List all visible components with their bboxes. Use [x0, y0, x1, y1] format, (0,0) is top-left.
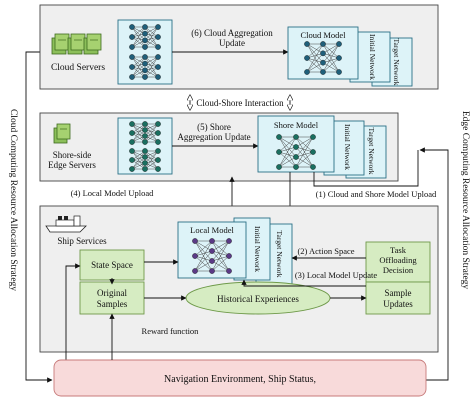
sample-updates-label: Sample — [385, 288, 412, 298]
local-upload-label: (4) Local Model Upload — [71, 188, 155, 198]
cloud-aggregation-label-2: Update — [219, 38, 245, 48]
left-side-label: Cloud Computing Resource Allocation Stra… — [8, 109, 18, 291]
neural-network-icon — [276, 134, 316, 170]
cloud-model-title: Cloud Model — [300, 30, 346, 40]
original-samples-label: Original — [97, 288, 127, 298]
cloud-servers-label: Cloud Servers — [51, 63, 105, 73]
action-space-label: (2) Action Space — [297, 246, 354, 256]
cloud-shore-interaction-label: Cloud-Shore Interaction — [196, 98, 284, 108]
cloud-aggregation-label: (6) Cloud Aggregation — [191, 28, 273, 38]
navigation-environment-box — [53, 359, 427, 397]
local-target-network-label: Target Network — [275, 230, 284, 277]
shore-initial-network-label: Initial Network — [343, 124, 352, 170]
shore-servers-label-2: Edge Servers — [48, 160, 96, 170]
cloud-target-network-label: Target Network — [392, 38, 401, 85]
ship-services-label: Ship Services — [57, 236, 107, 246]
neural-network-icon — [129, 121, 161, 145]
local-update-label: (3) Local Model Update — [295, 270, 378, 280]
cloud-initial-network-label: Initial Network — [368, 34, 377, 80]
local-model-title: Local Model — [190, 225, 234, 235]
neural-network-icon — [192, 238, 232, 274]
right-side-label: Edge Computing Resource Allocation Strat… — [460, 111, 470, 290]
neural-network-icon — [129, 148, 161, 172]
task-offloading-label: Task — [390, 245, 407, 255]
historical-experiences-label: Historical Experiences — [217, 294, 299, 304]
local-initial-network-label: Initial Network — [253, 226, 262, 272]
shore-servers-icon — [53, 123, 71, 144]
shore-model-title: Shore Model — [274, 120, 319, 130]
cloud-edge-network-box — [117, 19, 173, 85]
neural-network-icon — [304, 41, 342, 75]
shore-target-network-label: Target Network — [367, 127, 376, 174]
state-space-box — [79, 249, 145, 281]
shore-aggregation-label: (5) Shore — [197, 122, 231, 132]
shore-servers-label: Shore-side — [53, 150, 92, 160]
task-offloading-label-2: Offloading — [379, 255, 417, 265]
original-samples-box — [79, 281, 145, 315]
sample-updates-box — [365, 281, 431, 315]
neural-network-icon — [129, 54, 161, 80]
ship-icon — [45, 215, 87, 233]
shore-aggregation-label-2: Aggregation Update — [177, 132, 250, 142]
original-samples-label-2: Samples — [97, 299, 128, 309]
navigation-environment-label: Navigation Environment, Ship Status, — [164, 374, 316, 385]
cloud-servers-icon — [51, 33, 102, 55]
cloud-shore-upload-label: (1) Cloud and Shore Model Upload — [316, 189, 437, 199]
sample-updates-label-2: Updates — [383, 299, 413, 309]
task-offloading-label-3: Decision — [383, 265, 414, 275]
shore-model-card — [257, 115, 335, 173]
neural-network-icon — [129, 24, 161, 50]
reward-function-label: Reward function — [142, 326, 200, 336]
state-space-label: State Space — [91, 260, 133, 270]
